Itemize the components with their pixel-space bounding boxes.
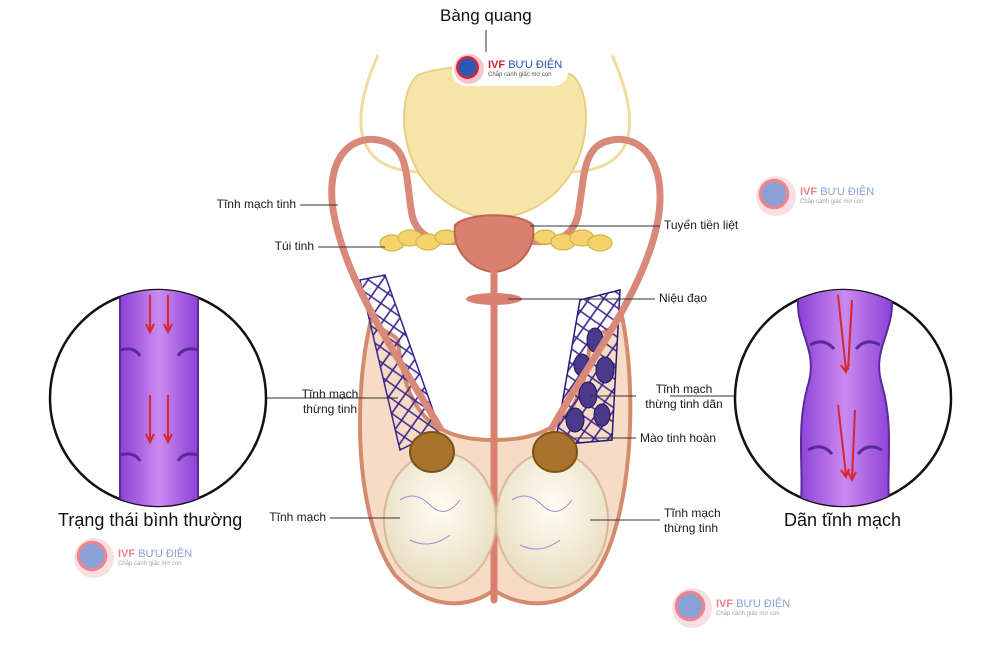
ivf-logo-icon — [756, 176, 796, 216]
watermark-logo: IVF BƯU ĐIỆN Chắp cánh giấc mơ con — [672, 588, 790, 628]
label-tinh-mach: Tĩnh mạch — [269, 510, 326, 524]
label-line-1: Tĩnh mạch — [664, 506, 721, 520]
prostate — [453, 214, 535, 274]
label-tuyen-tien-liet: Tuyến tiền liệt — [664, 218, 739, 232]
caption-varicocele: Dãn tĩnh mạch — [784, 510, 902, 530]
left-vas-deferens — [328, 135, 474, 432]
ivf-logo-icon — [672, 588, 712, 628]
inset-varicocele — [733, 288, 953, 508]
label-line-2: thừng tinh — [664, 521, 719, 535]
label-nieu-dao: Niệu đạo — [659, 291, 708, 305]
left-testis — [383, 451, 497, 589]
label-tinh-mach-thung-tinh-right: Tĩnh mạch thừng tinh — [664, 506, 721, 536]
label-line-1: Tĩnh mạch — [301, 387, 359, 401]
watermark-logo: IVF BƯU ĐIỆN Chắp cánh giấc mơ con — [756, 176, 874, 216]
left-epididymis — [409, 431, 455, 473]
ivf-logo-icon — [454, 54, 484, 84]
seminal-vesicles — [379, 229, 613, 252]
watermark-logo: IVF BƯU ĐIỆN Chắp cánh giấc mơ con — [452, 52, 569, 86]
bladder — [403, 64, 587, 220]
label-line-2: thừng tinh — [302, 402, 358, 416]
inset-normal — [48, 288, 268, 508]
label-line-2: thừng tinh dãn — [645, 397, 723, 411]
label-tinh-mach-thung-tinh-left: Tĩnh mạch thừng tinh — [282, 387, 378, 417]
watermark-logo: IVF BƯU ĐIỆN Chắp cánh giấc mơ con — [74, 538, 192, 578]
caption-normal: Trạng thái bình thường — [58, 510, 243, 530]
label-tui-tinh: Túi tinh — [274, 239, 314, 253]
label-tinh-mach-tinh: Tĩnh mạch tinh — [216, 197, 296, 211]
right-epididymis — [532, 431, 578, 473]
label-tinh-mach-thung-tinh-dan: Tĩnh mạch thừng tinh dãn — [630, 382, 738, 412]
bladder-label: Bàng quang — [440, 6, 532, 25]
right-vas-deferens — [516, 135, 664, 432]
ivf-logo-icon — [74, 538, 114, 578]
label-mao-tinh-hoan: Mào tinh hoàn — [640, 431, 717, 445]
bulbourethral — [466, 293, 522, 305]
label-line-1: Tĩnh mạch — [655, 382, 713, 396]
